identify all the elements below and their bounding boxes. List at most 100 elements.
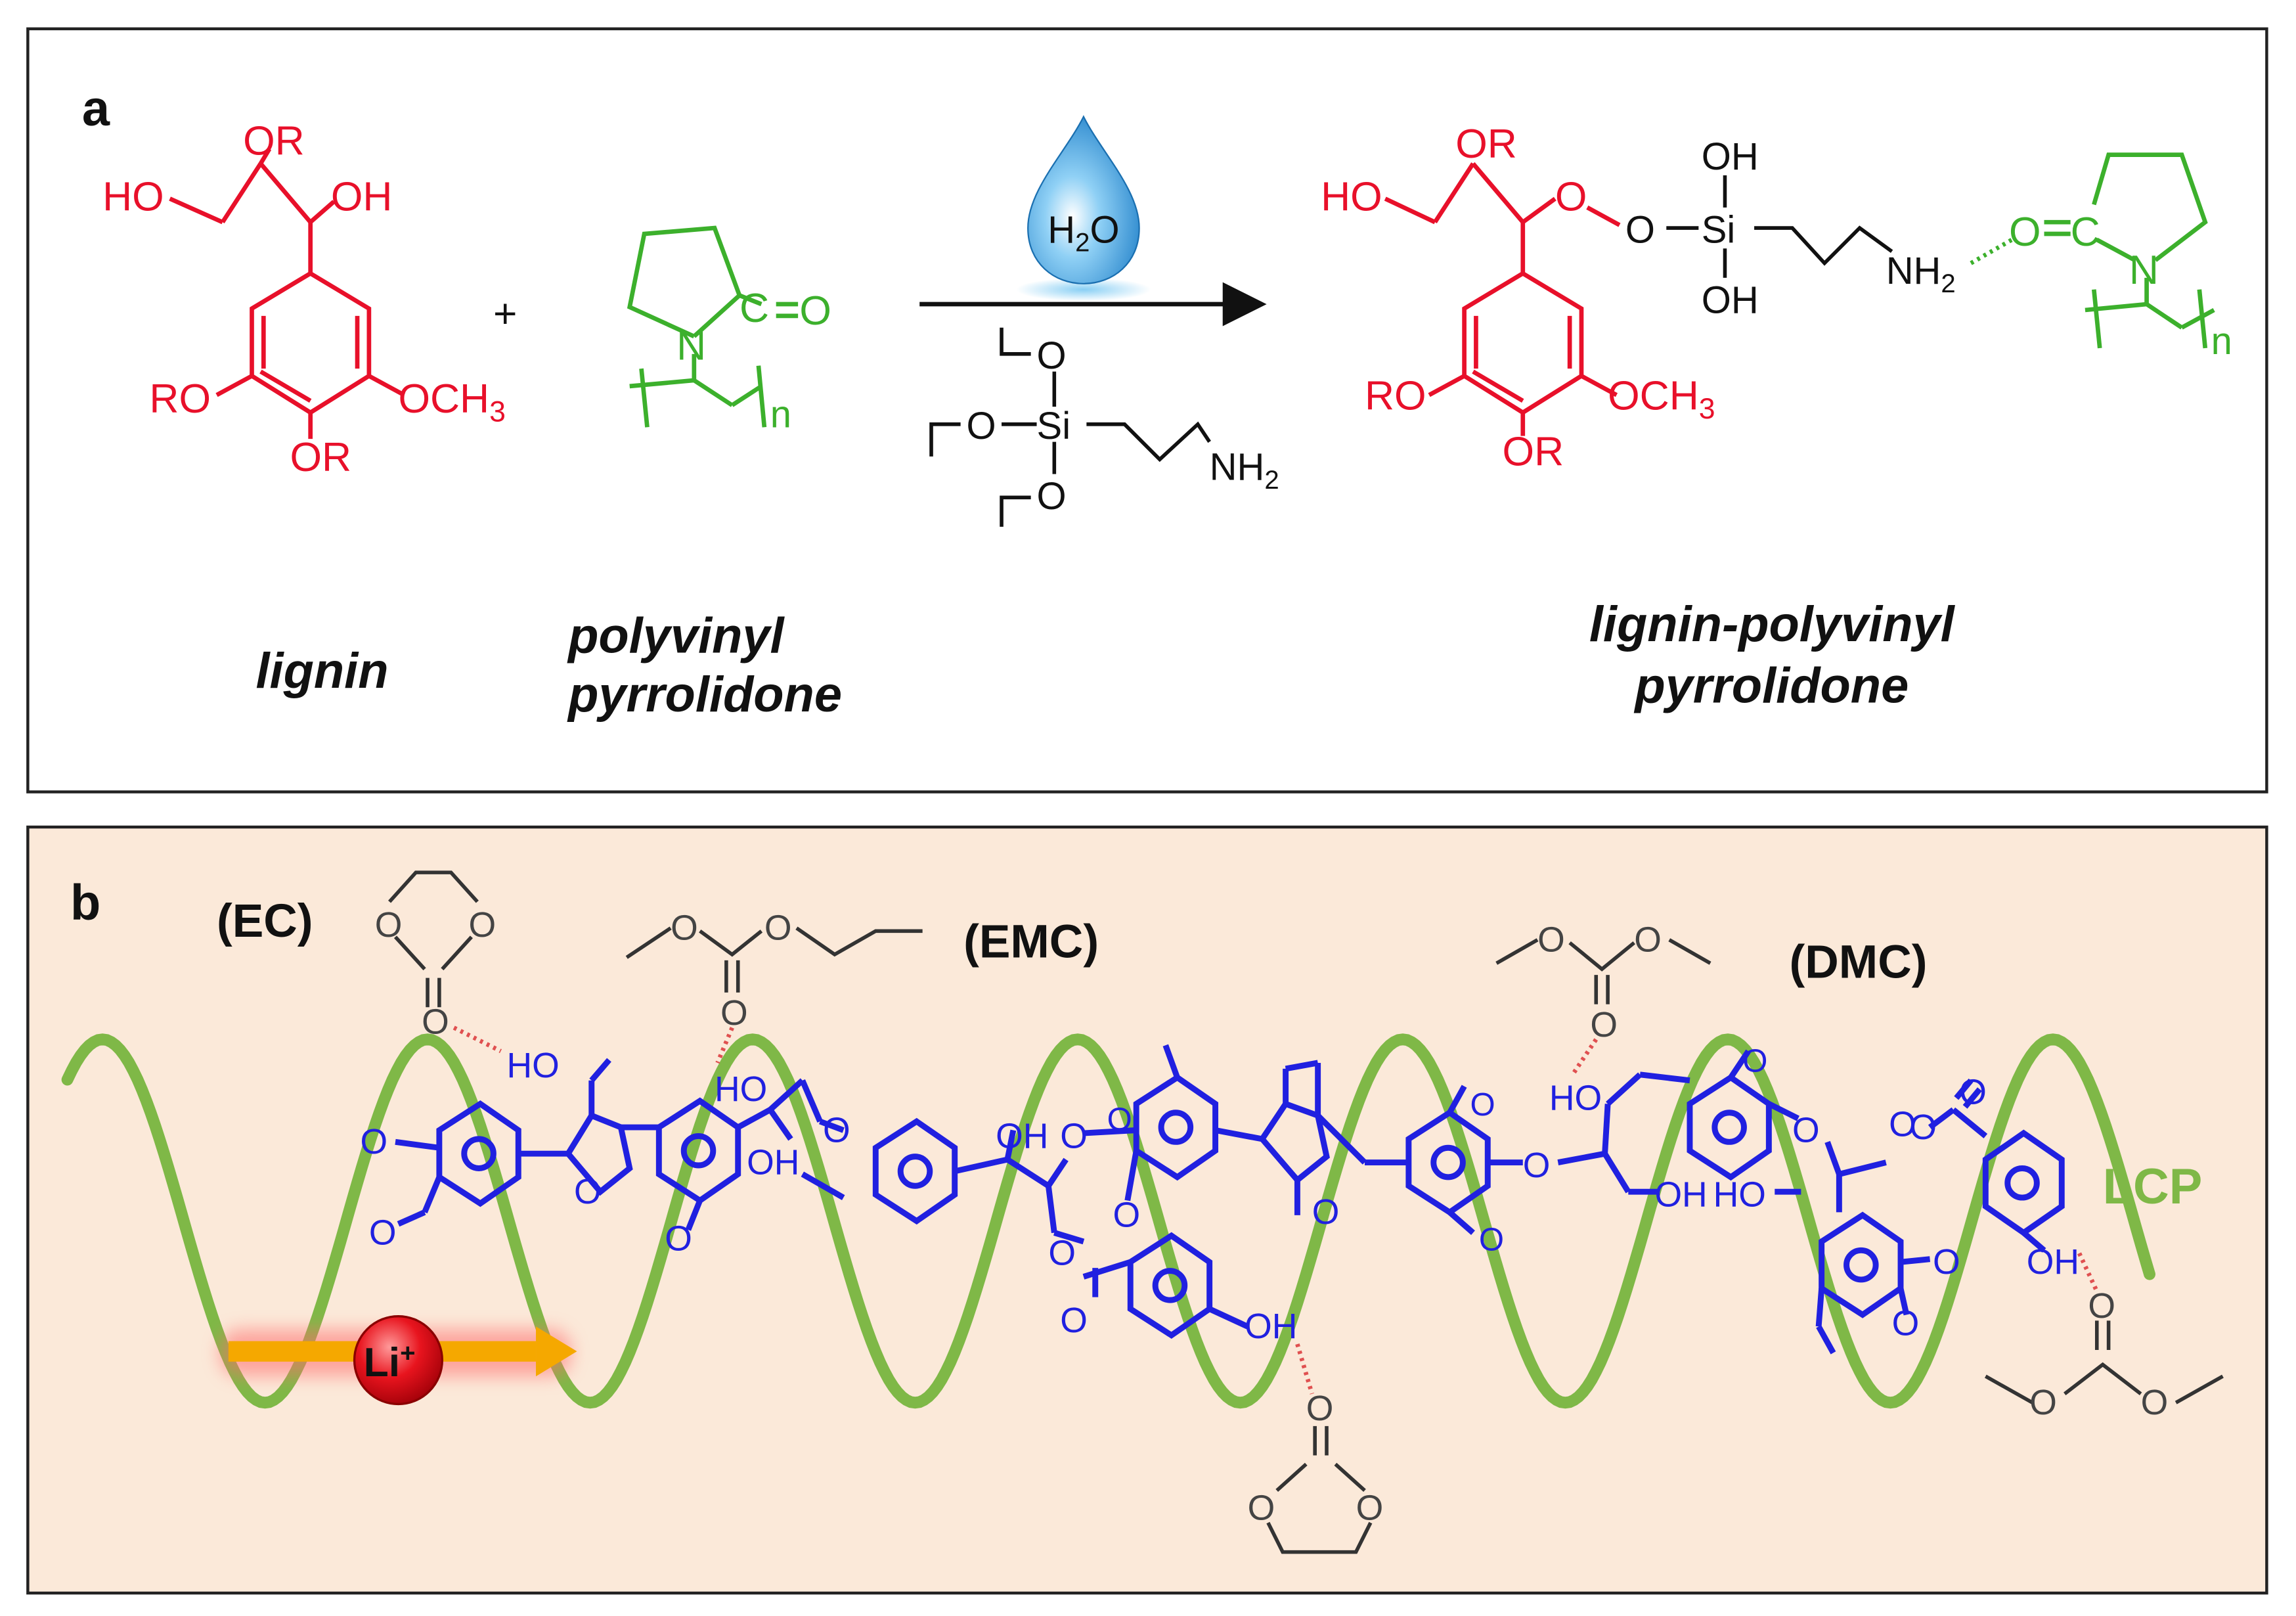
product-pvp-repeat-n: n: [2211, 321, 2232, 363]
ec-top-o3: O: [422, 1002, 449, 1041]
dmc-bottom-o1: O: [2088, 1287, 2115, 1326]
u9-o: O: [1909, 1108, 1937, 1147]
u7-o2: O: [1792, 1111, 1820, 1150]
dmc-bottom-o3: O: [2141, 1383, 2169, 1422]
emc-label: (EMC): [963, 915, 1099, 968]
unit-9: O O OH: [1909, 1073, 2079, 1282]
unit-1: O O: [360, 1100, 569, 1252]
product-oh-bottom: OH: [1702, 279, 1759, 321]
product-ho: HO: [1321, 173, 1382, 219]
dmc-top-o2: O: [1634, 921, 1662, 960]
aptes-o-left: O: [967, 405, 996, 447]
u4-o: O: [1060, 1117, 1088, 1156]
lignin-or-bottom: OR: [290, 434, 351, 480]
product-si: Si: [1702, 209, 1736, 251]
product-silane-part: O Si OH OH NH2: [1625, 136, 1956, 321]
pvp-caption-line2: pyrrolidone: [567, 667, 842, 723]
product-o-si: O: [1625, 209, 1655, 251]
panel-a-frame: [26, 27, 2268, 794]
plus-sign: +: [493, 291, 517, 337]
pvp-structure: C O N n: [627, 225, 831, 436]
u5-oh: OH: [1245, 1307, 1297, 1346]
ec-top-o2: O: [468, 906, 496, 945]
product-caption-line1: lignin-polyvinyl: [1589, 596, 1956, 652]
u1-o: O: [360, 1123, 387, 1161]
lignin-ho: HO: [102, 173, 164, 219]
product-hbond: [1970, 238, 2014, 265]
u3-oh: OH: [747, 1143, 799, 1182]
ec-bottom-o2: O: [1248, 1489, 1275, 1528]
unit-7: HO OH O O: [1549, 1043, 1820, 1214]
ec-molecule-bottom: O O O: [1248, 1389, 1384, 1554]
lignin-oh: OH: [331, 173, 393, 219]
panel-b-label: b: [70, 874, 100, 930]
product-or-top: OR: [1455, 121, 1517, 167]
lignin-och3: OCH3: [398, 376, 505, 428]
product-nh2: NH2: [1886, 250, 1956, 298]
u3-oh2: OH: [996, 1117, 1048, 1156]
u8-ho: HO: [1713, 1175, 1766, 1214]
u4-o2: O: [1107, 1102, 1132, 1138]
emc-o1: O: [671, 909, 698, 948]
panel-b: b LCP Li+ (EC) (EMC) (DMC) O O O: [26, 825, 2268, 1595]
lcp-wave: [61, 1033, 2155, 1409]
pvp-carbonyl-o: O: [799, 288, 831, 334]
aptes-o-bottom: O: [1037, 476, 1067, 518]
panel-b-frame: [26, 825, 2268, 1595]
unit-8: HO O O O: [1713, 1105, 1960, 1355]
ec-bottom-o3: O: [1356, 1489, 1384, 1528]
dmc-top-o1: O: [1537, 921, 1565, 960]
unit-3: HO OH O OH: [715, 1070, 1085, 1245]
u3-o: O: [823, 1111, 850, 1150]
u6-o4: O: [1523, 1146, 1551, 1185]
ec-bottom-o1: O: [1306, 1389, 1334, 1428]
u4-o3: O: [1113, 1196, 1140, 1235]
panel-a-label: a: [82, 81, 110, 137]
u9-oh: OH: [2027, 1243, 2079, 1282]
emc-o2: O: [764, 909, 792, 948]
lignin-structure: OR HO OH RO OCH3 OR: [102, 118, 506, 481]
dmc-molecule-top: O O O: [1495, 921, 1711, 1044]
lignin-ro: RO: [149, 376, 211, 422]
u2-o: O: [574, 1173, 602, 1211]
u9-o2: O: [1959, 1073, 1987, 1111]
ec-label: (EC): [217, 895, 313, 947]
emc-o3: O: [720, 994, 748, 1033]
product-lignin-part: OR HO O RO OCH3 OR: [1321, 121, 1715, 474]
ec-molecule-top: O O O: [375, 870, 496, 1041]
u6-o2: O: [1470, 1087, 1495, 1123]
emc-molecule: O O O: [625, 909, 923, 1033]
u2-o2: O: [665, 1219, 692, 1258]
hydrogen-bonds: [453, 1025, 2099, 1395]
product-pvp-c: C: [2071, 209, 2100, 255]
dmc-bottom-o2: O: [2029, 1383, 2057, 1422]
li-ion-label: Li+: [364, 1338, 416, 1385]
u5-o2: O: [1060, 1301, 1088, 1340]
product-ro: RO: [1365, 373, 1426, 419]
unit-4: O O O: [1060, 1044, 1263, 1235]
product-oh-top: OH: [1702, 136, 1759, 178]
aptes-nh2: NH2: [1210, 447, 1279, 495]
u8-o3: O: [1892, 1305, 1920, 1343]
pvp-n: N: [676, 323, 706, 369]
aptes-structure: O O Si O NH2: [929, 327, 1279, 527]
product-caption-line2: pyrrolidone: [1633, 658, 1909, 713]
lithium-ion-icon: Li+: [219, 1314, 577, 1406]
lcp-label: LCP: [2103, 1159, 2203, 1215]
unit-6: O O O O: [1260, 1060, 1551, 1257]
aptes-si: Si: [1037, 405, 1071, 447]
water-label: H2O: [1048, 209, 1119, 257]
product-or-bottom: OR: [1503, 428, 1564, 474]
aptes-o-top: O: [1037, 335, 1067, 377]
u3-ho: HO: [715, 1070, 767, 1109]
product-pvp-part: O C N n: [2009, 152, 2232, 363]
pvp-repeat-n: n: [770, 393, 791, 436]
u8-o: O: [1889, 1105, 1916, 1144]
u2-ho: HO: [506, 1046, 559, 1085]
product-pvp-n: N: [2129, 247, 2159, 293]
lignin-backbone: O O HO O O: [360, 1043, 2079, 1355]
panel-a: a OR HO OH RO OCH3 OR lignin +: [26, 27, 2268, 794]
dmc-top-o3: O: [1590, 1006, 1618, 1044]
pvp-caption-line1: polyvinyl: [567, 608, 785, 664]
